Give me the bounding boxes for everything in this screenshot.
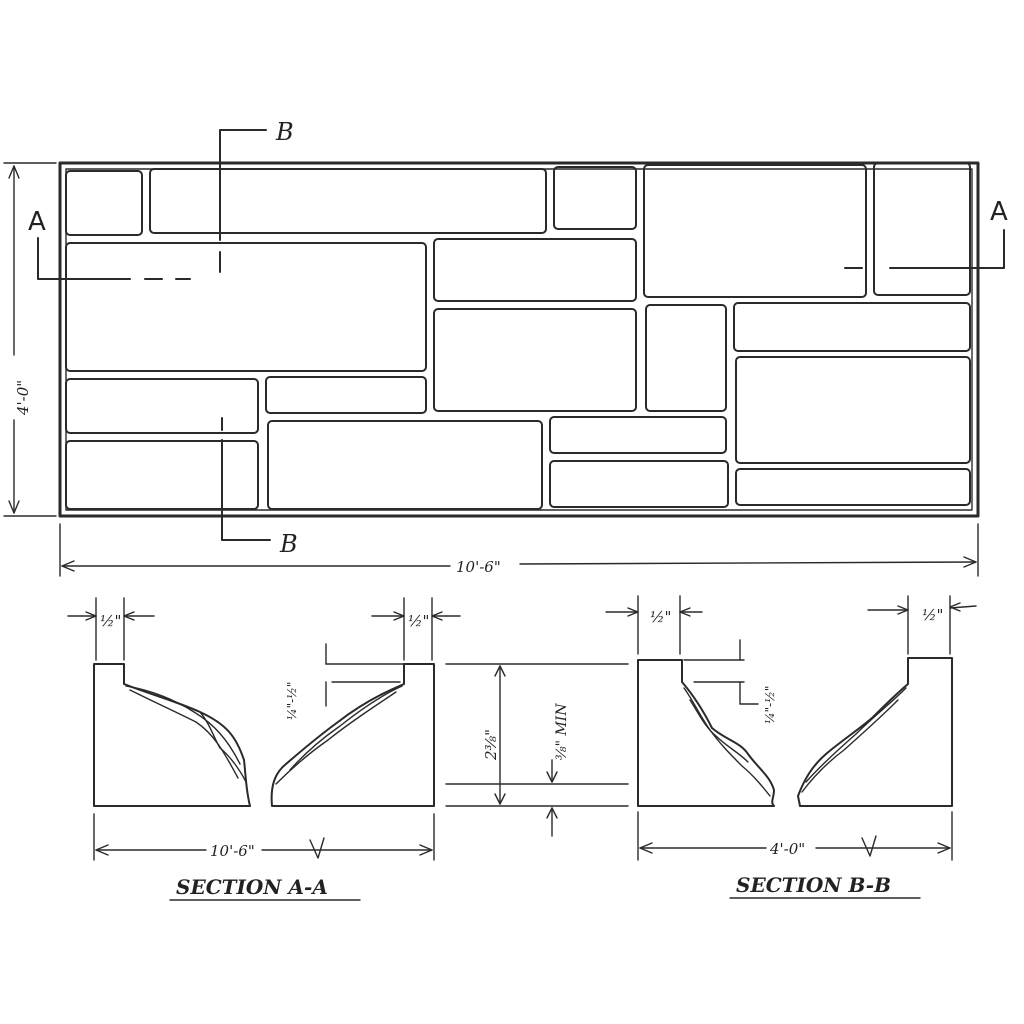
section-mark-b-bottom: B: [279, 530, 298, 558]
plan-height-dimension: 4'-0": [3, 162, 57, 517]
plan-outer-frame: [58, 161, 980, 518]
stone: [643, 164, 867, 298]
stone: [549, 460, 729, 508]
section-bb-side-dim: ¼"-½": [683, 639, 777, 724]
section-aa-left-block: [93, 663, 251, 807]
plan-width-label: 10'-6": [456, 558, 501, 576]
section-aa-width-dim: 10'-6": [93, 813, 435, 861]
section-line-a: A A: [28, 197, 1008, 280]
section-bb-top-right-label: ½": [922, 606, 943, 624]
stone: [433, 238, 637, 302]
section-bb-right-block: [797, 657, 953, 807]
stone: [549, 416, 727, 454]
stone: [873, 162, 971, 296]
min-dim-label: ⅜" MIN: [554, 703, 570, 760]
section-aa-side-label: ¼"-½": [285, 682, 299, 720]
section-mark-b-top: B: [275, 118, 294, 146]
section-mark-a-right: A: [990, 197, 1008, 227]
section-mark-a-left: A: [28, 207, 46, 237]
section-bb-top-right-dim: ½": [867, 595, 977, 655]
plan-width-dimension: 10'-6": [59, 523, 979, 577]
section-bb-left-block: [637, 659, 775, 807]
section-line-b: B B: [219, 118, 298, 558]
stone: [735, 356, 971, 464]
section-bb-top-left-label: ½": [650, 608, 671, 626]
section-aa-width-label: 10'-6": [210, 842, 255, 860]
stone: [265, 376, 427, 414]
stone: [733, 302, 971, 352]
depth-dim-label: 2⅜": [482, 729, 500, 761]
section-bb-width-dim: 4'-0": [637, 811, 953, 861]
stone: [65, 440, 259, 510]
plan-inner-frame: [65, 168, 973, 511]
stone: [149, 168, 547, 234]
depth-dimensions: 2⅜" ⅜" MIN: [445, 663, 629, 837]
stone: [735, 468, 971, 506]
section-aa-title: SECTION A-A: [176, 875, 328, 899]
section-bb-top-left-dim: ½": [605, 595, 703, 655]
section-bb-side-label: ¼"-½": [763, 686, 777, 724]
stone: [553, 166, 637, 230]
section-aa-top-right-dim: ½": [371, 597, 461, 661]
section-bb: ½" ½" ¼"-½" 4'-0": [605, 595, 977, 899]
plan-height-label: 4'-0": [14, 380, 32, 416]
stone: [645, 304, 727, 412]
section-bb-title: SECTION B-B: [736, 873, 891, 897]
stone: [267, 420, 543, 510]
plan-view: A A B B 10'-6": [3, 118, 1008, 577]
section-aa-top-right-label: ½": [408, 612, 429, 630]
stone: [65, 170, 143, 236]
stone: [433, 308, 637, 412]
section-aa-top-left-label: ½": [100, 612, 121, 630]
section-bb-width-label: 4'-0": [769, 840, 805, 858]
stone-pattern: [65, 162, 971, 510]
section-aa-side-dim: ¼"-½": [285, 643, 405, 720]
section-aa-top-left-dim: ½": [67, 597, 155, 661]
stone: [65, 242, 427, 372]
section-aa-right-block: [270, 663, 435, 807]
stone: [65, 378, 259, 434]
section-aa: ½" ½" ¼"-½" 10'-6": [67, 597, 461, 901]
